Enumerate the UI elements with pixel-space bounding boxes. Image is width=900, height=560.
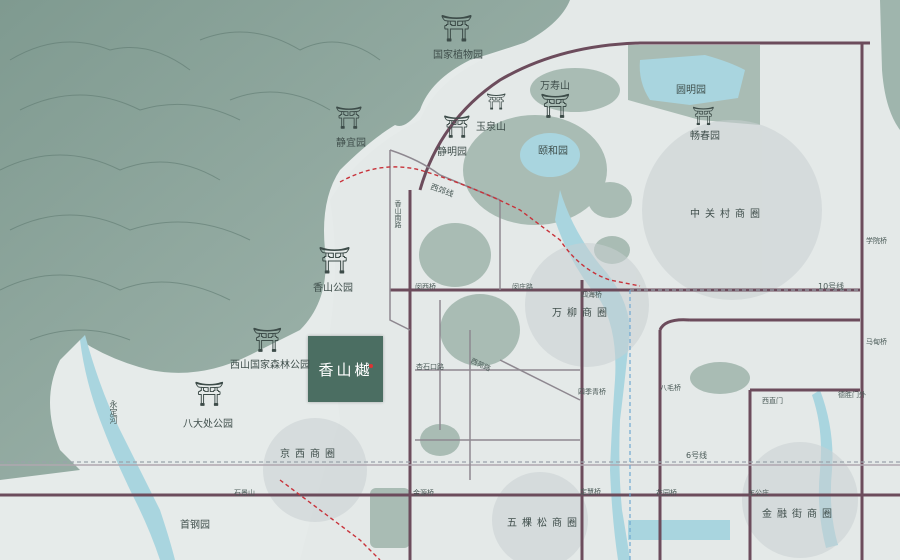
project-red-dot (369, 364, 373, 368)
label-yuquanshan: 玉泉山 (476, 122, 506, 133)
label-wanshoushan: 万寿山 (540, 81, 570, 92)
label-yiheyuan: 颐和园 (538, 146, 568, 157)
pagoda-icon: ⛩ (318, 246, 352, 276)
label-wukesong: 五棵松商圈 (507, 518, 582, 529)
label-jingxi: 京西商圈 (280, 449, 340, 460)
label-sihai: 四海桥 (581, 291, 602, 299)
label-bamao: 八毛桥 (660, 384, 681, 392)
label-yongding-river: 永定河 (109, 400, 118, 424)
label-minzhuang-road: 闵西桥 (415, 283, 436, 291)
label-shougangyuan: 首钢园 (180, 520, 210, 531)
tower-icon: ⛩ (486, 92, 507, 111)
project-name: 香山樾 (318, 360, 373, 379)
pavilion-icon: ⛩ (692, 106, 715, 127)
label-xiangshan-park: 香山公园 (313, 283, 353, 294)
label-line10: 10号线 (818, 282, 845, 291)
label-madian: 马甸桥 (866, 338, 887, 346)
pagoda-icon: ⛩ (194, 380, 225, 408)
label-huayuan: 花园桥 (656, 489, 677, 497)
mountain-region (0, 0, 574, 480)
pavilion-icon: ⛩ (252, 326, 283, 354)
label-xingshikou: 杏石口路 (416, 363, 444, 371)
label-xueyuan: 学院桥 (866, 237, 887, 245)
label-badachu: 八大处公园 (183, 419, 233, 430)
pagoda-icon: ⛩ (540, 92, 571, 120)
pagoda-icon: ⛩ (335, 106, 363, 131)
label-xiyuan-road: 闵庄路 (512, 283, 533, 291)
label-changchunyuan: 畅春园 (690, 131, 720, 142)
label-financial: 金融街商圈 (762, 509, 837, 520)
label-xizhimen: 西直门 (762, 397, 783, 405)
label-sijiqing: 四季青桥 (578, 388, 606, 396)
label-xiangshan-south-road: 香山南路 (394, 200, 402, 228)
label-jinyuan: 金源桥 (413, 489, 434, 497)
label-deshengmen: 德胜门外 (838, 391, 866, 399)
pagoda-icon: ⛩ (443, 115, 471, 140)
label-yuanmingyuan: 圆明园 (676, 85, 706, 96)
label-zhongguancun: 中关村商圈 (690, 209, 765, 220)
label-dinghui: 定慧桥 (580, 488, 601, 496)
label-national-botanical: 国家植物园 (433, 50, 483, 61)
label-xishan-forest: 西山国家森林公园 (230, 360, 310, 371)
label-chegongzhuang: 车公庄 (748, 489, 769, 497)
label-jingyiyuan: 静宜园 (336, 138, 366, 149)
label-jingmingyuan: 静明园 (437, 147, 467, 158)
pagoda-icon: ⛩ (440, 14, 474, 44)
project-xiangshanyue-marker[interactable]: 香山樾 (308, 336, 383, 402)
label-shijingshan: 石景山 (234, 489, 255, 497)
label-line6: 6号线 (686, 451, 708, 460)
label-wanliu: 万柳商圈 (552, 308, 612, 319)
